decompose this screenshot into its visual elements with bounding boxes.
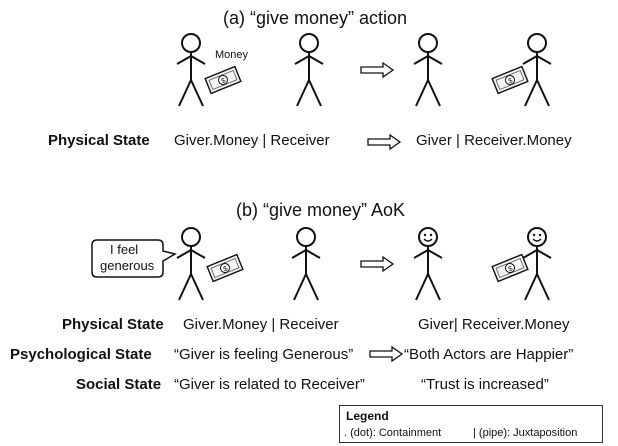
section-a-physical-label: Physical State bbox=[48, 132, 150, 149]
section-a-giver bbox=[176, 33, 206, 107]
section-b-receiver-after bbox=[522, 227, 552, 301]
section-b-giver-after bbox=[413, 227, 443, 301]
section-a-receiver-after bbox=[522, 33, 552, 107]
arrow-right-icon bbox=[360, 62, 394, 78]
section-b-social-before: “Giver is related to Receiver” bbox=[174, 376, 365, 393]
section-b-psychological-before: “Giver is feeling Generous” bbox=[174, 346, 354, 363]
banknote-icon bbox=[491, 65, 529, 95]
section-b-physical-before: Giver.Money | Receiver bbox=[183, 316, 339, 333]
arrow-right-icon bbox=[360, 256, 394, 272]
section-a-physical-after: Giver | Receiver.Money bbox=[416, 132, 572, 149]
section-b-physical-label: Physical State bbox=[62, 316, 164, 333]
section-b-title: (b) “give money” AoK bbox=[236, 200, 406, 220]
banknote-icon bbox=[491, 253, 529, 283]
section-a-title: (a) “give money” action bbox=[223, 8, 408, 28]
section-b-psychological-after: “Both Actors are Happier” bbox=[404, 346, 574, 363]
speech-bubble bbox=[91, 239, 177, 278]
section-b-social-after: “Trust is increased” bbox=[421, 376, 549, 393]
banknote-icon bbox=[204, 65, 242, 95]
arrow-right-icon bbox=[367, 134, 401, 150]
section-b-physical-after: Giver| Receiver.Money bbox=[418, 316, 570, 333]
legend-dot: . (dot): Containment bbox=[344, 427, 442, 439]
speech-line-2: generous bbox=[100, 258, 155, 273]
money-label: Money bbox=[215, 49, 249, 61]
legend-title: Legend bbox=[346, 409, 389, 423]
banknote-icon bbox=[206, 253, 244, 283]
section-b-psychological-label: Psychological State bbox=[10, 346, 152, 363]
section-a-giver-after bbox=[413, 33, 443, 107]
section-b-social-label: Social State bbox=[76, 376, 162, 393]
legend-pipe: | (pipe): Juxtaposition bbox=[473, 427, 578, 439]
section-a-physical-before: Giver.Money | Receiver bbox=[174, 132, 330, 149]
section-b-receiver bbox=[291, 227, 321, 301]
speech-line-1: I feel bbox=[110, 242, 139, 257]
arrow-right-icon bbox=[369, 346, 403, 362]
section-b-giver bbox=[176, 227, 206, 301]
legend-box: Legend . (dot): Containment | (pipe): Ju… bbox=[339, 405, 603, 443]
section-a-receiver bbox=[294, 33, 324, 107]
